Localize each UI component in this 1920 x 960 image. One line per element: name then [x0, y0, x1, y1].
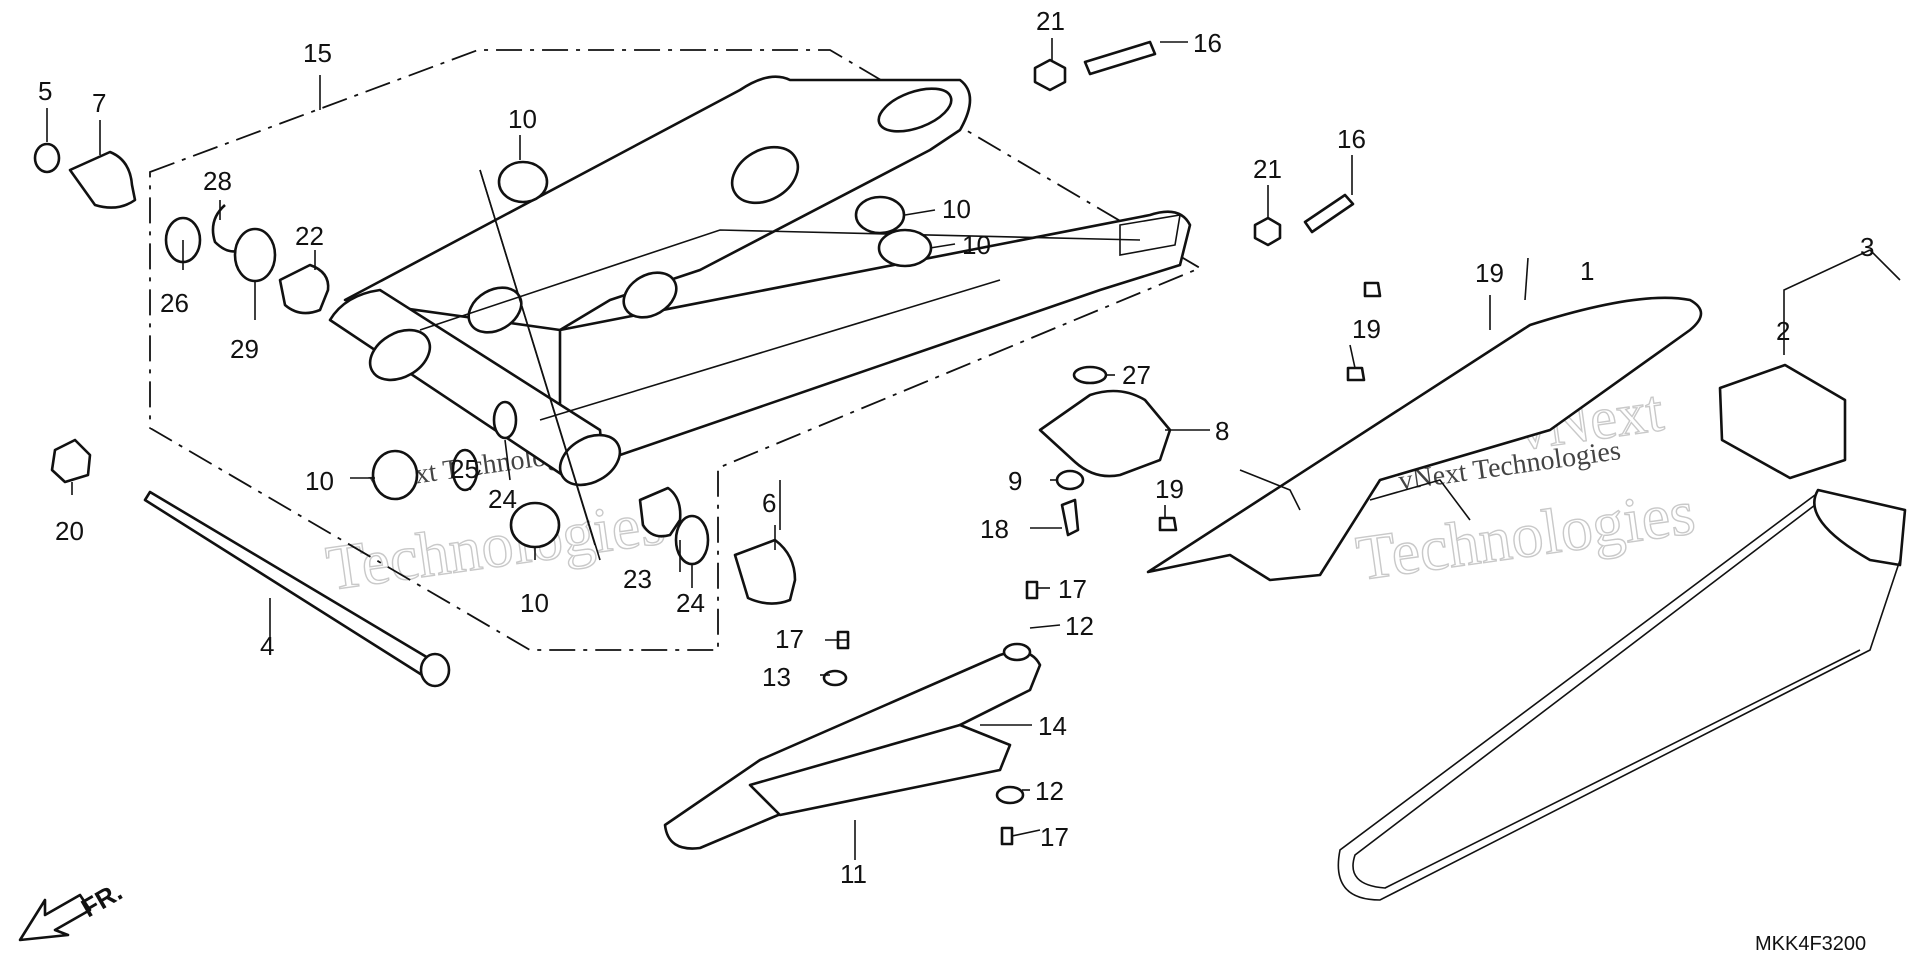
part-14 [748, 723, 1012, 817]
chain-guide [663, 580, 1042, 850]
callout-27: 27 [1122, 360, 1151, 390]
callout-28: 28 [203, 166, 232, 196]
callout-17b: 17 [775, 624, 804, 654]
callout-14: 14 [1038, 711, 1067, 741]
callout-21b: 21 [1253, 154, 1282, 184]
drive-chain [1337, 363, 1907, 901]
callout-16a: 16 [1193, 28, 1222, 58]
part-20 [50, 438, 92, 484]
callout-7: 7 [92, 88, 106, 118]
part-24a [492, 400, 518, 440]
callout-17c: 17 [1040, 822, 1069, 852]
part-16b [1303, 193, 1355, 234]
part-7 [68, 150, 137, 209]
leader-lines [46, 38, 1901, 860]
callout-15: 15 [303, 38, 332, 68]
part-22 [278, 263, 330, 315]
callout-11: 11 [840, 859, 867, 889]
chain-joint-set [1718, 363, 1847, 480]
part-4-head [419, 652, 451, 688]
part-13 [822, 669, 848, 687]
chain-case [1146, 296, 1703, 582]
callout-13: 13 [762, 662, 791, 692]
part-12b [995, 785, 1025, 805]
callout-10b: 10 [942, 194, 971, 224]
callout-12b: 12 [1035, 776, 1064, 806]
part-16a [1083, 40, 1157, 76]
callout-2: 2 [1776, 316, 1790, 346]
callout-23: 23 [623, 564, 652, 594]
callout-9: 9 [1008, 466, 1022, 496]
callout-18: 18 [980, 514, 1009, 544]
diagram-code: MKK4F3200 [1755, 933, 1866, 955]
chain-links [1813, 488, 1907, 567]
callout-25: 25 [450, 454, 479, 484]
part-17b [1025, 580, 1039, 600]
part-19b [1346, 366, 1366, 382]
part-10c [497, 160, 549, 204]
top-bolts [1033, 40, 1355, 247]
direction-label: FR. [76, 876, 127, 923]
callout-24b: 24 [676, 588, 705, 618]
front-arrow-icon [18, 893, 92, 942]
callout-24a: 24 [488, 484, 517, 514]
part-5 [33, 142, 61, 174]
swingarm [328, 75, 1192, 487]
callout-4: 4 [260, 631, 274, 661]
part-27 [1072, 365, 1108, 385]
callout-20: 20 [55, 516, 84, 546]
part-10b [509, 501, 561, 549]
callout-19c: 19 [1155, 474, 1184, 504]
part-18 [1060, 498, 1080, 537]
callout-21a: 21 [1036, 6, 1065, 36]
part-21a [1033, 58, 1067, 92]
callout-labels: 5 7 15 21 16 21 16 3 2 1 19 19 19 28 22 … [38, 6, 1874, 889]
part-10e [877, 228, 933, 268]
callout-5: 5 [38, 76, 52, 106]
callout-3: 3 [1860, 232, 1874, 262]
callout-10e: 10 [520, 588, 549, 618]
part-17c [1000, 826, 1014, 846]
chain-case-detail [1239, 469, 1471, 521]
part-10a [371, 449, 419, 501]
part-21b [1253, 216, 1282, 247]
part-23 [638, 486, 682, 538]
callout-10d: 10 [305, 466, 334, 496]
front-direction: FR. [18, 876, 127, 942]
callout-19b: 19 [1352, 314, 1381, 344]
part-19c [1158, 516, 1178, 532]
callout-29: 29 [230, 334, 259, 364]
part-9 [1055, 469, 1085, 491]
callout-1: 1 [1580, 256, 1594, 286]
callout-17a: 17 [1058, 574, 1087, 604]
part-29 [233, 227, 277, 283]
assembly-boundary [149, 49, 1203, 651]
left-parts [33, 142, 933, 688]
part-25 [451, 448, 479, 492]
callout-22: 22 [295, 221, 324, 251]
callout-12a: 12 [1065, 611, 1094, 641]
part-6 [733, 538, 797, 605]
part-8 [1038, 389, 1172, 478]
callout-19a: 19 [1475, 258, 1504, 288]
middle-parts [1038, 281, 1382, 537]
callout-6: 6 [762, 488, 776, 518]
callout-10c: 10 [962, 230, 991, 260]
callout-10a: 10 [508, 104, 537, 134]
part-12a [1002, 642, 1032, 662]
callout-26: 26 [160, 288, 189, 318]
callout-8: 8 [1215, 416, 1229, 446]
part-19a [1363, 281, 1382, 298]
callout-16b: 16 [1337, 124, 1366, 154]
part-24b [674, 514, 710, 566]
part-10d [854, 195, 906, 235]
